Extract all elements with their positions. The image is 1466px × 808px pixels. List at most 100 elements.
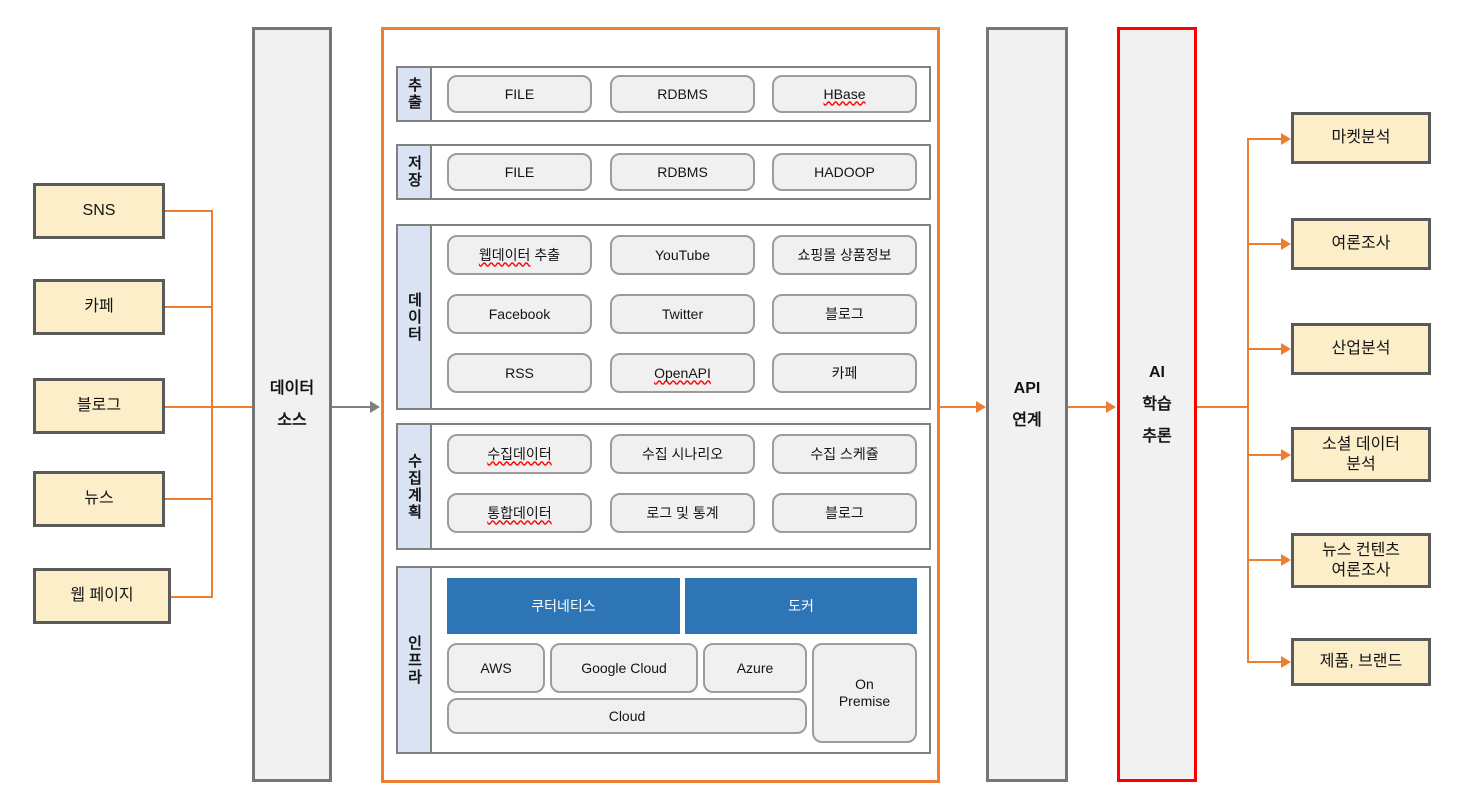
- chip-label: HADOOP: [814, 163, 875, 180]
- output-label-line-1: 소셜 데이터: [1321, 435, 1401, 453]
- source-box-cafe[interactable]: 카페: [33, 279, 165, 335]
- section-label-data: 데이터: [398, 226, 432, 408]
- connector-api-to-ai: [1068, 406, 1108, 408]
- source-label: 뉴스: [84, 490, 114, 507]
- connector-cafe: [165, 306, 213, 308]
- output-label: 산업분석: [1331, 340, 1391, 357]
- section-extract: 추출 FILE RDBMS HBase: [396, 66, 931, 122]
- pillar-line-1: API: [1013, 379, 1041, 397]
- chip-store-file[interactable]: FILE: [447, 153, 592, 191]
- chip-label: 블로그: [825, 305, 864, 322]
- chip-infra-azure[interactable]: Azure: [703, 643, 807, 693]
- output-box-industry-analysis[interactable]: 산업분석: [1291, 323, 1431, 375]
- connector-datasource-to-platform: [332, 406, 372, 408]
- chip-plan-schedule[interactable]: 수집 스케쥴: [772, 434, 917, 474]
- chip-plan-integrated-data[interactable]: 통합데이터: [447, 493, 592, 533]
- chip-data-cafe[interactable]: 카페: [772, 353, 917, 393]
- chip-data-blog[interactable]: 블로그: [772, 294, 917, 334]
- chip-infra-docker[interactable]: 도커: [685, 578, 917, 634]
- pillar-api-integration[interactable]: API 연계: [986, 27, 1068, 782]
- connector-output-industry: [1247, 348, 1283, 350]
- section-body-store: FILE RDBMS HADOOP: [432, 146, 929, 198]
- connector-output-social: [1247, 454, 1283, 456]
- output-box-public-opinion[interactable]: 여론조사: [1291, 218, 1431, 270]
- output-box-news-content-poll[interactable]: 뉴스 컨텐츠 여론조사: [1291, 533, 1431, 588]
- chip-extract-file[interactable]: FILE: [447, 75, 592, 113]
- section-label-infra: 인프라: [398, 568, 432, 752]
- chip-store-hadoop[interactable]: HADOOP: [772, 153, 917, 191]
- connector-left-to-datasource: [211, 406, 253, 408]
- chip-infra-aws[interactable]: AWS: [447, 643, 545, 693]
- output-label: 뉴스 컨텐츠 여론조사: [1322, 541, 1400, 581]
- connector-sns: [165, 210, 213, 212]
- pillar-ai-inference[interactable]: AI 학습 추론: [1117, 27, 1197, 782]
- source-label: 카페: [84, 298, 114, 315]
- arrow-platform-to-api-icon: [976, 401, 986, 413]
- connector-ai-to-outputs: [1197, 406, 1249, 408]
- pillar-line-3: 추론: [1142, 427, 1172, 445]
- chip-label: 통합데이터: [487, 504, 552, 521]
- connector-output-market: [1247, 138, 1283, 140]
- chip-data-facebook[interactable]: Facebook: [447, 294, 592, 334]
- chip-label: 쇼핑몰 상품정보: [797, 246, 892, 263]
- chip-extract-rdbms[interactable]: RDBMS: [610, 75, 755, 113]
- section-label-collection-plan: 수집계획: [398, 425, 432, 548]
- chip-plan-collected-data[interactable]: 수집데이터: [447, 434, 592, 474]
- chip-label: HBase: [823, 85, 866, 102]
- chip-label: 쿠터네티스: [531, 597, 596, 614]
- pillar-data-source[interactable]: 데이터 소스: [252, 27, 332, 782]
- chip-label: 블로그: [825, 504, 864, 521]
- source-box-news[interactable]: 뉴스: [33, 471, 165, 527]
- output-box-market-analysis[interactable]: 마켓분석: [1291, 112, 1431, 164]
- pillar-line-2: 소스: [277, 411, 307, 429]
- chip-data-shoppingmall[interactable]: 쇼핑몰 상품정보: [772, 235, 917, 275]
- chip-data-twitter[interactable]: Twitter: [610, 294, 755, 334]
- output-label: 여론조사: [1331, 235, 1391, 252]
- chip-plan-scenario[interactable]: 수집 시나리오: [610, 434, 755, 474]
- chip-extract-hbase[interactable]: HBase: [772, 75, 917, 113]
- chip-data-web-extract[interactable]: 웹데이터 추출: [447, 235, 592, 275]
- section-data: 데이터 웹데이터 추출 YouTube 쇼핑몰 상품정보 Facebook Tw…: [396, 224, 931, 410]
- pillar-line-1: AI: [1149, 363, 1165, 381]
- section-label-extract: 추출: [398, 68, 432, 120]
- chip-label: RDBMS: [657, 85, 708, 102]
- chip-data-rss[interactable]: RSS: [447, 353, 592, 393]
- connector-output-news: [1247, 559, 1283, 561]
- chip-data-openapi[interactable]: OpenAPI: [610, 353, 755, 393]
- chip-label: Facebook: [488, 305, 551, 322]
- section-infra: 인프라 쿠터네티스 도커 AWS Google Cloud Azure: [396, 566, 931, 754]
- source-box-blog[interactable]: 블로그: [33, 378, 165, 434]
- output-box-product-brand[interactable]: 제품, 브랜드: [1291, 638, 1431, 686]
- chip-label: 수집 스케쥴: [810, 445, 879, 462]
- chip-store-rdbms[interactable]: RDBMS: [610, 153, 755, 191]
- chip-data-youtube[interactable]: YouTube: [610, 235, 755, 275]
- chip-label: Cloud: [608, 707, 646, 724]
- chip-plan-blog[interactable]: 블로그: [772, 493, 917, 533]
- output-label-line-2: 분석: [1346, 455, 1376, 473]
- platform-panel: 추출 FILE RDBMS HBase 저장 FILE: [381, 27, 940, 783]
- output-label: 소셜 데이터 분석: [1322, 435, 1400, 475]
- chip-label: 수집 시나리오: [641, 445, 724, 462]
- arrow-datasource-to-platform-icon: [370, 401, 380, 413]
- source-box-webpage[interactable]: 웹 페이지: [33, 568, 171, 624]
- connector-left-trunk: [211, 210, 213, 598]
- connector-output-poll: [1247, 243, 1283, 245]
- chip-infra-kubernetes[interactable]: 쿠터네티스: [447, 578, 680, 634]
- pillar-line-1: 데이터: [269, 379, 315, 397]
- source-box-sns[interactable]: SNS: [33, 183, 165, 239]
- chip-infra-google-cloud[interactable]: Google Cloud: [550, 643, 698, 693]
- section-body-collection-plan: 수집데이터 수집 시나리오 수집 스케쥴 통합데이터 로그 및 통계 블로그: [432, 425, 929, 548]
- output-box-social-data-analysis[interactable]: 소셜 데이터 분석: [1291, 427, 1431, 482]
- arrow-output-industry-icon: [1281, 343, 1291, 355]
- chip-label: RSS: [505, 364, 534, 381]
- pillar-line-2: 연계: [1012, 411, 1042, 429]
- section-body-extract: FILE RDBMS HBase: [432, 68, 929, 120]
- chip-infra-cloud[interactable]: Cloud: [447, 698, 807, 734]
- chip-plan-log-stats[interactable]: 로그 및 통계: [610, 493, 755, 533]
- chip-label: OpenAPI: [654, 364, 711, 381]
- output-label: 제품, 브랜드: [1319, 653, 1403, 670]
- chip-label: 웹데이터 추출: [478, 246, 561, 263]
